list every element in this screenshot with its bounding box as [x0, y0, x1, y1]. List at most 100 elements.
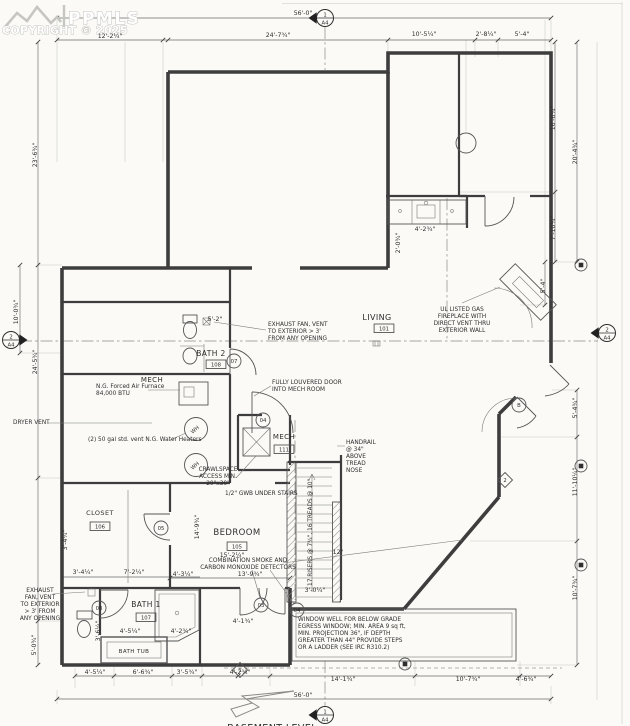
dimension-label: 5'-4¾" — [572, 398, 579, 419]
plan-title: BASEMENT LEVEL — [227, 723, 317, 726]
dimension-label: 3'-4¼" — [62, 530, 69, 551]
dimension-label: 4'-5¼" — [120, 628, 141, 635]
wet-bar-counter — [387, 199, 467, 225]
dimension-label: 16'-6¼" — [550, 106, 557, 131]
room-name: MECH — [273, 433, 295, 441]
marker-number: 1 — [323, 709, 326, 715]
sink-bath2 — [182, 347, 198, 365]
dimension-label: 3'-5¾" — [177, 669, 198, 676]
room-label: BATH 1 107 — [131, 600, 160, 622]
column-marker — [574, 459, 588, 473]
dimension-label: 5'-4" — [515, 31, 530, 38]
marker-sheet: A4 — [322, 717, 330, 723]
column-marker — [574, 258, 588, 272]
dimension-label: 24'-5¾" — [32, 350, 39, 375]
room-name: BATH 1 — [131, 600, 160, 609]
dimension-label: 4'-2¾" — [415, 226, 436, 233]
room-name: BATH TUB — [119, 649, 150, 655]
section-marker: 1A4 — [308, 9, 334, 27]
dimension-label: 7'-2¼" — [124, 569, 145, 576]
marker-sheet: A4 — [322, 20, 330, 26]
room-number: 107 — [141, 616, 151, 622]
note-stair-spec: 17 RISERS @ 7¾", 16 TREADS @ 10" — [308, 478, 314, 586]
water-heater-1 — [184, 417, 208, 441]
dimension-label: 4'-2¾" — [230, 669, 251, 676]
corner-shower — [154, 589, 200, 642]
door-tag: 04 — [255, 412, 271, 428]
dimension-label: 3'-0¼" — [305, 587, 326, 594]
room-label: BATH TUB — [119, 649, 150, 655]
dimension-label: 14'-1¾" — [331, 676, 356, 683]
marker-number: 1 — [323, 12, 326, 18]
column-marker — [574, 558, 588, 572]
water-heater-2 — [184, 453, 208, 477]
room-number: 105 — [232, 545, 242, 551]
marker-number: 2 — [9, 334, 12, 340]
door-tag: 07 — [226, 353, 242, 369]
room-label: MECH 111 — [273, 433, 295, 454]
toilet-bath2 — [182, 314, 198, 339]
crawlspace-access — [242, 427, 271, 457]
dimension-label: 12'-2¼" — [98, 33, 123, 40]
dimension-label: 2'-0¾" — [395, 233, 402, 254]
room-number: 111 — [279, 448, 289, 454]
window-tag: 2 — [496, 471, 514, 489]
room-number: 108 — [211, 363, 222, 369]
dimension-label: 56'-0" — [294, 692, 313, 699]
dimension-label: 5'-0¾" — [31, 635, 38, 656]
note-gwb-stairs: 1/2" GWB UNDER STAIRS — [225, 491, 298, 497]
bath-tub — [100, 636, 168, 664]
door-tag-label: 03 — [258, 603, 265, 609]
door-tag: 08 — [91, 600, 107, 616]
marker-sheet: A4 — [604, 335, 612, 341]
door-tag: B — [511, 397, 527, 413]
dimension-label: 11'-10¼" — [572, 468, 579, 497]
room-name: BEDROOM — [213, 528, 260, 538]
section-marker: 2A4 — [2, 331, 28, 349]
dimension-labels: 56'-0"12'-2¼"24'-7¾"10'-5¼"2'-8¼"5'-4"23… — [13, 10, 579, 699]
exhaust-fan-icon — [202, 317, 211, 326]
room-number: 106 — [95, 525, 106, 531]
dimension-label: 4'-6¾" — [516, 676, 537, 683]
dimension-label: 3'-4¼" — [73, 569, 94, 576]
dimension-label: 10'-7¾" — [572, 576, 579, 601]
dimension-label: 13'-9¾" — [238, 571, 263, 578]
door-tag: 04 — [289, 602, 305, 618]
watermark-brand: PPMLS — [68, 9, 140, 29]
door-tag-label: 04 — [294, 608, 301, 614]
door-tag: 05 — [153, 520, 169, 536]
exhaust-fan-icon — [87, 588, 96, 597]
room-label: BEDROOM 105 — [213, 528, 260, 551]
dimension-label: 15'-2¼" — [220, 552, 245, 559]
fixture-label: WH — [190, 425, 201, 436]
door-tag: 03 — [253, 597, 269, 613]
watermark: PPMLS COPYRIGHT © 2025 — [2, 4, 140, 38]
toilet-bath1 — [76, 610, 93, 638]
mountain-logo-icon — [4, 4, 63, 28]
door-tag-label: B — [517, 403, 521, 409]
window-well — [224, 608, 562, 669]
furnace — [178, 381, 209, 406]
window-tag-label: 2 — [503, 478, 506, 484]
dimension-label: 3'-6¼" — [95, 621, 102, 642]
column-marker — [398, 657, 412, 671]
dimension-label: 14'-9¾" — [194, 515, 201, 540]
note-water-heaters: (2) 50 gal std. vent N.G. Water Heaters — [88, 437, 201, 443]
dimension-label: 10'-5¼" — [412, 31, 437, 38]
door-tag-label: 04 — [260, 418, 267, 424]
marker-number: 2 — [605, 327, 608, 333]
section-marker: 2A4 — [590, 324, 616, 342]
window-tag: 1 — [231, 661, 249, 679]
dimension-label: 56'-0" — [294, 10, 313, 17]
room-name: BATH 2 — [196, 349, 225, 358]
dimension-label: 4'-5¼" — [85, 669, 106, 676]
